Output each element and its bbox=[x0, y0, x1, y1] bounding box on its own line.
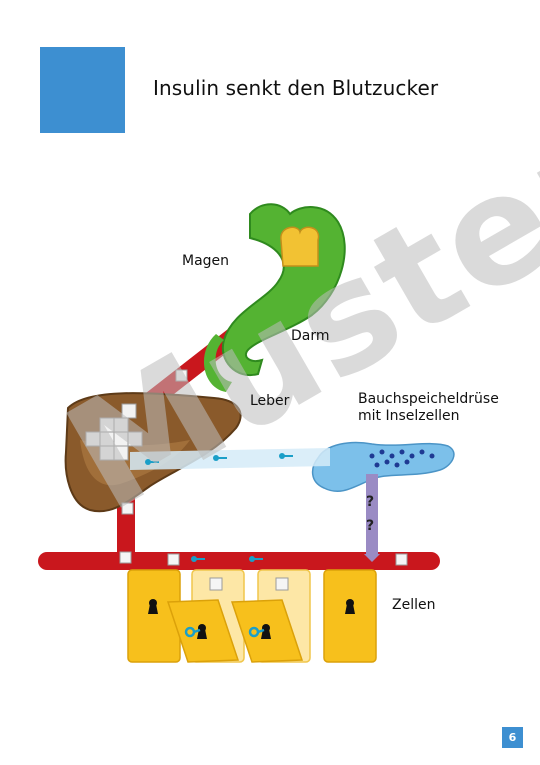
cells bbox=[127, 569, 377, 663]
label-leber: Leber bbox=[250, 393, 290, 409]
label-pankreas: Bauchspeicheldrüse mit Inselzellen bbox=[358, 391, 499, 425]
label-magen: Magen bbox=[182, 253, 230, 269]
sugar-cube-icon bbox=[119, 369, 408, 566]
arrow-up bbox=[364, 474, 380, 562]
insulin-stream bbox=[130, 448, 330, 470]
label-pankreas-line1: Bauchspeicheldrüse bbox=[358, 391, 499, 407]
blood-vessel-horizontal bbox=[38, 552, 440, 570]
islet-cells bbox=[369, 449, 435, 468]
question-mark: ? bbox=[366, 494, 375, 510]
cell-closed-2 bbox=[323, 569, 377, 663]
sugar-cube-icon bbox=[209, 577, 223, 591]
blue-accent-square bbox=[40, 47, 125, 133]
question-mark: ? bbox=[366, 518, 375, 534]
key-icon bbox=[145, 453, 293, 562]
label-darm: Darm bbox=[291, 328, 330, 344]
page-number: 6 bbox=[502, 727, 523, 748]
bread-icon bbox=[280, 226, 320, 267]
sugar-cube-icon bbox=[275, 577, 289, 591]
label-pankreas-line2: mit Inselzellen bbox=[358, 408, 460, 424]
label-zellen: Zellen bbox=[392, 597, 436, 613]
page-title: Insulin senkt den Blutzucker bbox=[153, 76, 439, 100]
sugar-cube-stack bbox=[85, 403, 143, 461]
key-icon bbox=[184, 626, 265, 638]
pancreas bbox=[311, 441, 455, 492]
